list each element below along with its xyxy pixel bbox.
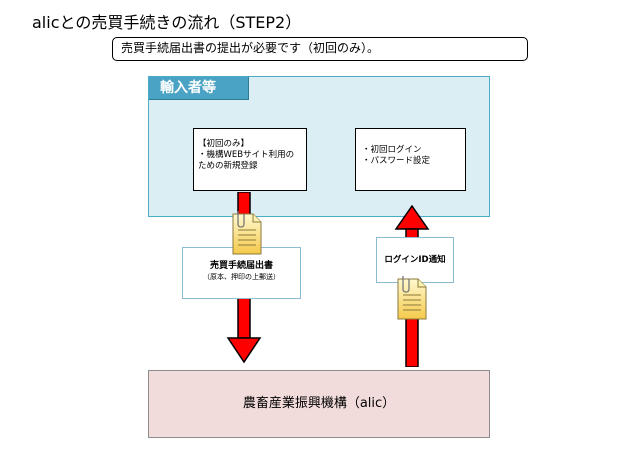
login-setup-line-2: ・パスワード設定 — [362, 156, 431, 166]
login-setup-line-1: ・初回ログイン — [362, 145, 422, 155]
login-setup-box: ・初回ログイン ・パスワード設定 — [355, 128, 466, 191]
importer-header: 輸入者等 — [149, 77, 249, 100]
registration-line-3: ための新規登録 — [198, 161, 258, 171]
note-box: 売買手続届出書の提出が必要です（初回のみ）。 — [112, 37, 528, 61]
login-notice-icon — [397, 276, 427, 320]
document-label-title: 売買手続届出書 — [209, 261, 273, 271]
document-label-subtitle: （原本、押印の上郵送） — [203, 273, 280, 281]
registration-box: 【初回のみ】 ・機構WEBサイト利用の ための新規登録 — [193, 128, 307, 191]
registration-line-2: ・機構WEBサイト利用の — [198, 150, 295, 160]
registration-line-1: 【初回のみ】 — [198, 139, 250, 149]
alic-box: 農畜産業振興機構（alic） — [148, 370, 490, 438]
importer-box: 輸入者等 【初回のみ】 ・機構WEBサイト利用の ための新規登録 ・初回ログイン… — [148, 76, 490, 217]
document-icon — [232, 211, 262, 255]
page-title: alicとの売買手続きの流れ（STEP2） — [32, 13, 302, 32]
